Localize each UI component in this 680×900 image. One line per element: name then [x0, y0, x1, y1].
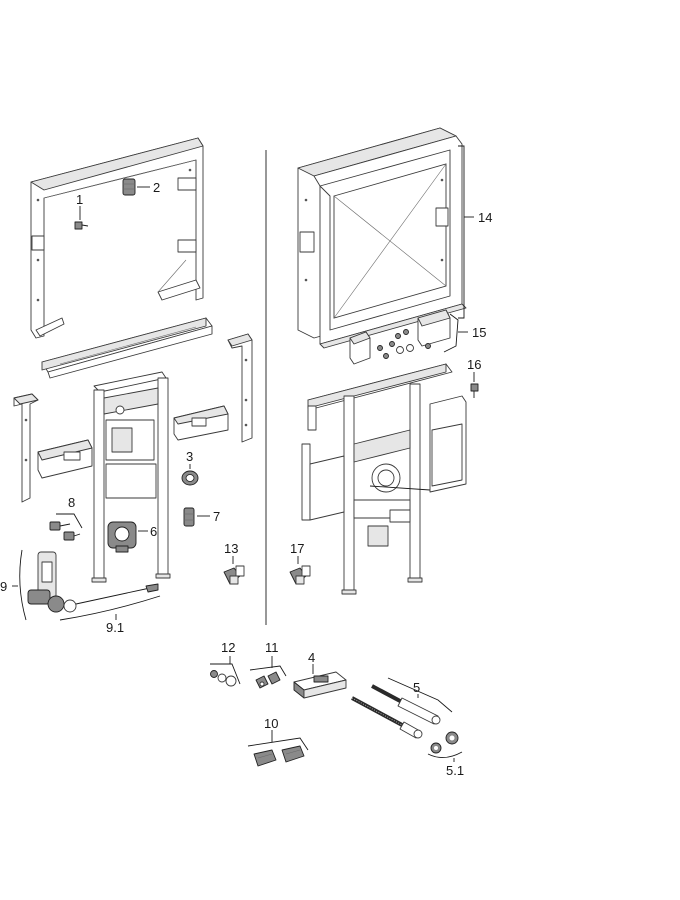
side-bracket-left — [13, 393, 39, 503]
label-6: 6 — [150, 524, 157, 539]
label-16: 16 — [467, 357, 481, 372]
part-13-clip — [223, 565, 245, 585]
part-5-1-nuts — [430, 731, 459, 754]
label-9-1: 9.1 — [106, 620, 124, 635]
part-6-drain-elbow — [107, 521, 137, 553]
wall-arm-right — [173, 405, 229, 441]
label-10: 10 — [264, 716, 278, 731]
part-3-seal-ring — [181, 470, 199, 486]
label-8: 8 — [68, 495, 75, 510]
part-1-screw — [74, 221, 89, 230]
part-17-clip — [289, 565, 311, 585]
part-8-screws — [49, 521, 81, 541]
label-14: 14 — [478, 210, 492, 225]
label-12: 12 — [221, 640, 235, 655]
part-4-actuator-bracket — [293, 671, 347, 699]
label-17: 17 — [290, 541, 304, 556]
label-2: 2 — [153, 180, 160, 195]
part-2-adapter — [122, 178, 136, 196]
wall-arm-left — [37, 439, 93, 479]
label-1: 1 — [76, 192, 83, 207]
part-10-clips — [253, 745, 305, 767]
label-3: 3 — [186, 449, 193, 464]
label-5-1: 5.1 — [446, 763, 464, 778]
installation-frame-left — [91, 371, 171, 583]
part-11-fasteners — [255, 671, 281, 689]
installation-frame-right — [301, 363, 467, 595]
part-12-washer-set — [210, 670, 237, 687]
label-7: 7 — [213, 509, 220, 524]
part-16-screw — [470, 383, 479, 398]
label-15: 15 — [472, 325, 486, 340]
part-5-threaded-rods — [351, 684, 441, 739]
part-15-brackets-screws — [349, 309, 451, 365]
label-9: 9 — [0, 579, 7, 594]
label-5: 5 — [413, 680, 420, 695]
part-14-recessed-frame — [297, 127, 467, 349]
part-9-flush-valve-assembly — [27, 551, 159, 613]
label-13: 13 — [224, 541, 238, 556]
side-bracket-right-left-panel — [227, 333, 253, 443]
mounting-rail-left — [41, 317, 213, 379]
label-4: 4 — [308, 650, 315, 665]
part-7-connector — [183, 507, 195, 527]
label-11: 11 — [265, 640, 279, 655]
top-frame-left — [30, 137, 204, 339]
